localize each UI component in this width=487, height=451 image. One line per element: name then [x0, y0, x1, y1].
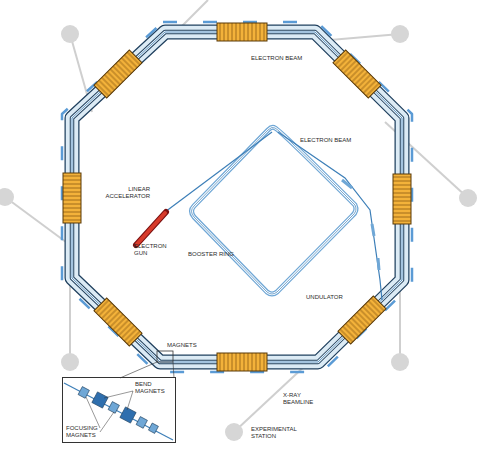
- beam-label: ELECTRON BEAM: [251, 55, 311, 62]
- part-label: EXPERIMENTAL STATION: [251, 426, 311, 440]
- part-label: FOCUSING MAGNETS: [66, 425, 106, 439]
- part-label: ELECTRON GUN: [134, 243, 168, 257]
- part-label: LINEAR ACCELERATOR: [100, 186, 150, 200]
- part-label: BOOSTER RING: [188, 251, 248, 258]
- part-label: MAGNETS: [167, 342, 207, 349]
- part-label: BEND MAGNETS: [135, 381, 171, 395]
- part-label: X-RAY BEAMLINE: [283, 392, 317, 406]
- beam-label: ELECTRON BEAM: [300, 137, 360, 144]
- inset-box: BEND MAGNETS FOCUSING MAGNETS: [62, 377, 176, 443]
- part-label: UNDULATOR: [306, 294, 356, 301]
